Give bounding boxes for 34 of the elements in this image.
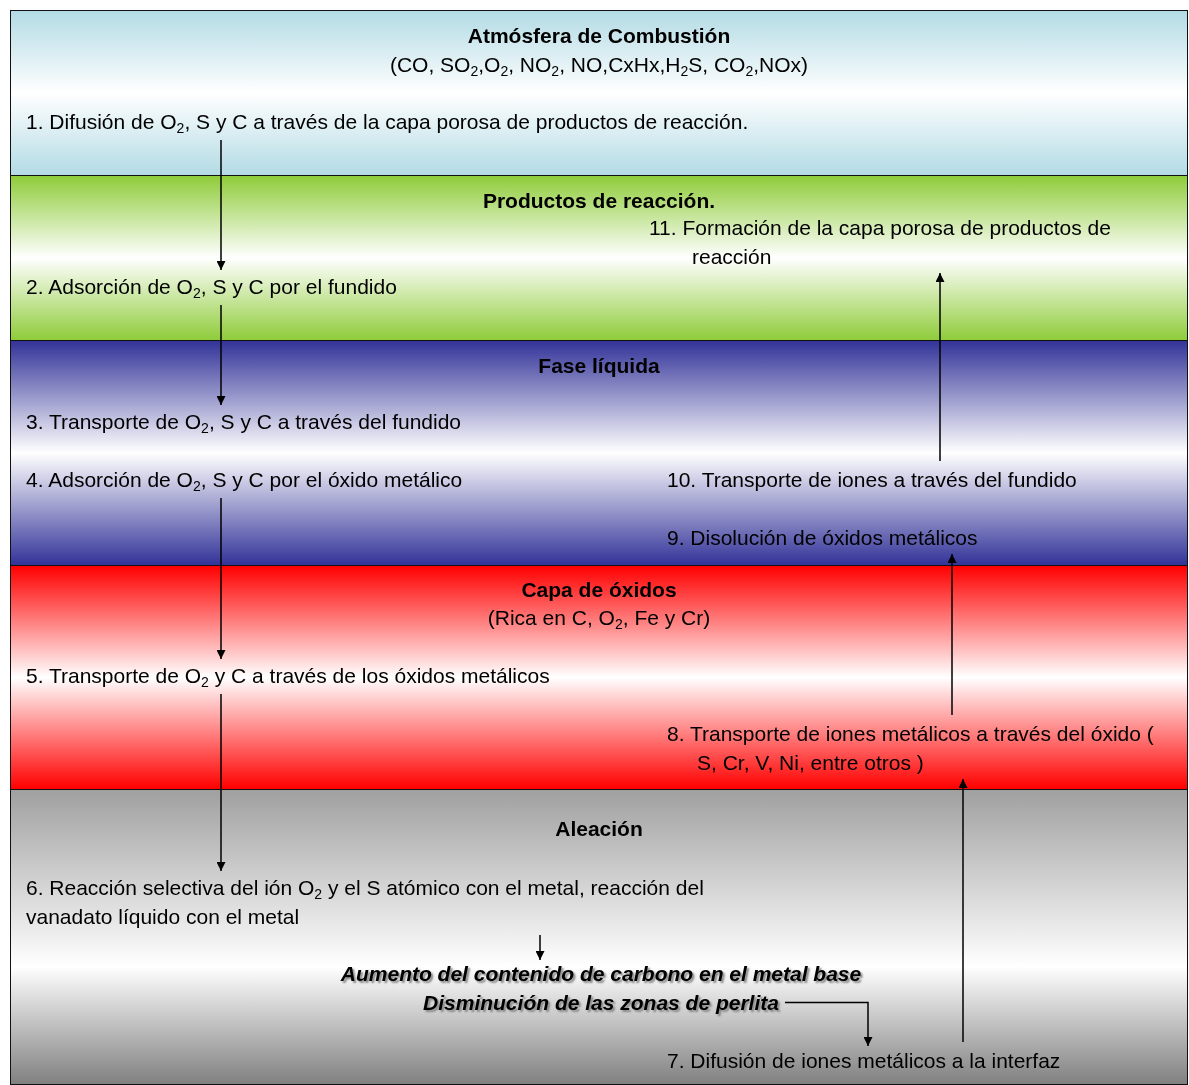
step-text: 3. Transporte de O$_{2}$, S y C a través del fundido — [26, 407, 462, 436]
layer-band — [10, 789, 1188, 1085]
step-text: 6. Reacción selectiva del ión O$_{2}$ y el S atómico con el metal, reacción del vanadato líquido con el metal — [26, 873, 716, 931]
step-text: 8. Transporte de iones metálicos a través del óxido ( S, Cr, V, Ni, entre otros ) — [667, 719, 1177, 777]
layer-heading: Productos de reacción. — [481, 188, 717, 214]
arrow — [216, 304, 226, 406]
step-text: 2. Adsorción de O$_{2}$, S y C por el fundido — [26, 272, 397, 301]
layer-composition: (Rica en C, O$_{2}$, Fe y Cr) — [486, 605, 712, 632]
layer-band — [10, 10, 1188, 176]
layer-band — [10, 565, 1188, 790]
arrow — [216, 497, 226, 660]
layer-band — [10, 340, 1188, 566]
step-text: 1. Difusión de O$_{2}$, S y C a través de la capa porosa de productos de reacción. — [26, 107, 749, 136]
step-text: 9. Disolución de óxidos metálicos — [667, 523, 978, 552]
result-note: Aumento del contenido de carbono en el metal base — [339, 961, 863, 987]
layer-heading: Capa de óxidos — [520, 577, 678, 603]
layer-band — [10, 175, 1188, 341]
arrow — [947, 553, 957, 716]
arrow — [535, 934, 545, 961]
arrow — [784, 1001, 873, 1047]
step-text: 4. Adsorción de O$_{2}$, S y C por el óxido metálico — [26, 465, 463, 494]
arrow — [958, 778, 968, 1043]
step-text: 11. Formación de la capa porosa de productos de reacción — [649, 213, 1187, 271]
step-text: 5. Transporte de O$_{2}$ y C a través de los óxidos metálicos — [26, 661, 550, 690]
layer-composition: (CO, SO$_{2}$,O$_{2}$, NO$_{2}$, NO,CxHx,H$_{2}$S, CO$_{2}$,NOx) — [388, 52, 810, 79]
arrow — [216, 693, 226, 872]
layer-heading: Fase líquida — [537, 353, 661, 379]
arrow — [216, 139, 226, 271]
layer-heading: Atmósfera de Combustión — [466, 23, 732, 49]
arrow — [935, 272, 945, 462]
layer-heading: Aleación — [554, 816, 644, 842]
step-text: 7. Difusión de iones metálicos a la interfaz — [667, 1046, 1061, 1075]
step-text: 10. Transporte de iones a través del fundido — [667, 465, 1077, 494]
result-note: Disminución de las zonas de perlita — [422, 990, 780, 1016]
